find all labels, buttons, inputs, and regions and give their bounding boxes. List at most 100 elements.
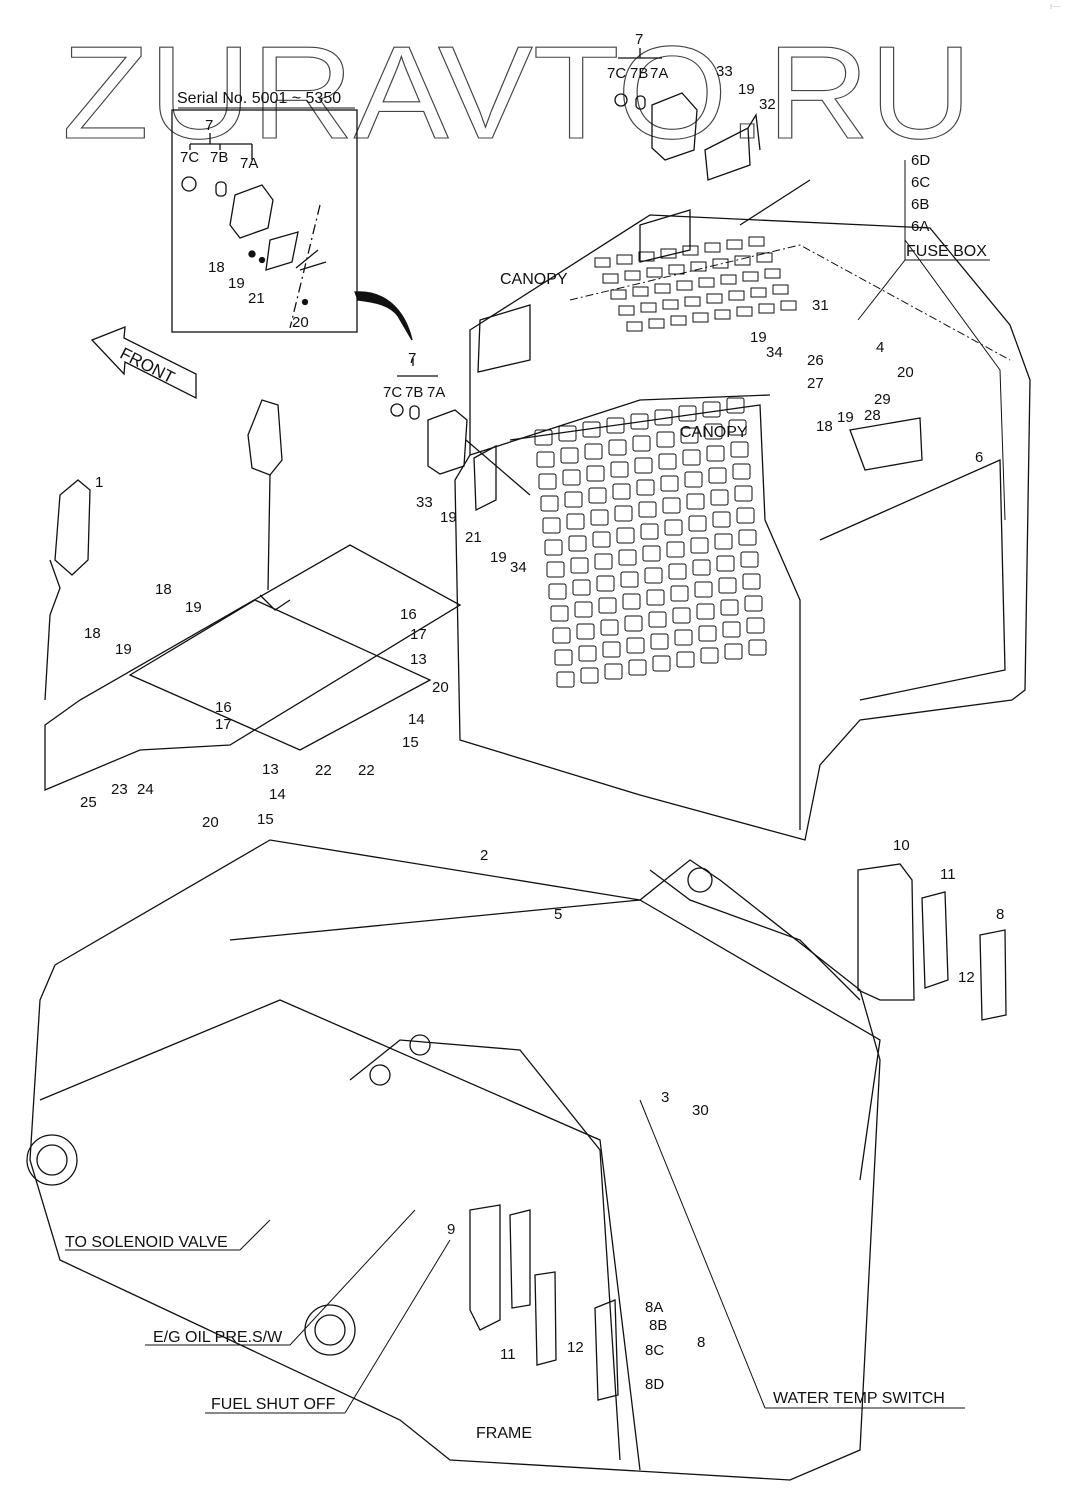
grille-cell (746, 617, 765, 634)
roof-grille-cell (756, 252, 773, 263)
grille-cell (630, 413, 649, 430)
roof-grille-cell (646, 267, 663, 278)
grille-cell (682, 449, 701, 466)
grille-cell (686, 493, 705, 510)
roof-grille-cell (704, 242, 721, 253)
canopy-roof-grille (594, 236, 797, 332)
grille-cell (562, 469, 581, 486)
callout: 7C (607, 65, 627, 82)
callout: 30 (692, 1102, 709, 1119)
callout: 20 (202, 814, 219, 831)
roof-grille-cell (662, 299, 679, 310)
grille-cell (652, 655, 671, 672)
callout: 13 (262, 761, 279, 778)
roof-grille-cell (748, 236, 765, 247)
front-arrow-icon (90, 326, 197, 400)
grille-cell (534, 429, 553, 446)
callout: 29 (874, 391, 891, 408)
roof-grille-cell (602, 273, 619, 284)
callout: 7 (205, 117, 214, 134)
eg-oil-pressure-switch-label: E/G OIL PRE.S/W (153, 1329, 283, 1346)
callout: 1 (95, 474, 104, 491)
grille-cell (716, 555, 735, 572)
grille-cell (622, 593, 641, 610)
roof-grille-cell (728, 290, 745, 301)
grille-cell (660, 475, 679, 492)
grille-cell (642, 545, 661, 562)
callout: 4 (876, 339, 885, 356)
grille-cell (624, 615, 643, 632)
grille-cell (650, 633, 669, 650)
callout: 7A (427, 384, 446, 401)
corner-mark: r— (1050, 2, 1061, 11)
fuse-6a: 6A (911, 218, 930, 235)
roof-grille-cell (594, 257, 611, 268)
callout: 20 (292, 314, 309, 331)
watermark: ZURAVTO.RU (61, 18, 972, 150)
callout: 22 (315, 762, 332, 779)
roof-grille-cell (670, 315, 687, 326)
grille-cell (706, 445, 725, 462)
grille-cell (648, 611, 667, 628)
callout: 13 (410, 651, 427, 668)
grille-cell (634, 457, 653, 474)
callout: 19 (440, 509, 457, 526)
grille-cell (544, 539, 563, 556)
grille-cell (568, 535, 587, 552)
roof-grille-cell (750, 287, 767, 298)
roof-grille-cell (682, 245, 699, 256)
grille-cell (584, 443, 603, 460)
roof-grille-cell (626, 321, 643, 332)
roof-grille-cell (706, 293, 723, 304)
roof-grille-cell (676, 280, 693, 291)
grille-cell (724, 643, 743, 660)
roof-grille-cell (714, 309, 731, 320)
grille-cell (690, 537, 709, 554)
water-temp-switch-label: WATER TEMP SWITCH (773, 1390, 945, 1407)
callout: 11 (940, 866, 956, 883)
roof-grille-cell (654, 283, 671, 294)
callout: 33 (716, 63, 733, 80)
grille-cell (594, 553, 613, 570)
grille-cell (708, 467, 727, 484)
grille-cell (636, 479, 655, 496)
roof-grille-cell (736, 306, 753, 317)
grille-cell (696, 603, 715, 620)
callout: 8 (697, 1334, 706, 1351)
grille-cell (536, 451, 555, 468)
callout: 8A (645, 1299, 664, 1316)
callout: 15 (257, 811, 274, 828)
callout: 31 (812, 297, 829, 314)
grille-cell (566, 513, 585, 530)
grille-cell (542, 517, 561, 534)
grille-cell (626, 637, 645, 654)
callout: 14 (408, 711, 425, 728)
inset-lamp-assembly (181, 133, 327, 329)
callout: 19 (228, 275, 245, 292)
roof-grille-cell (618, 305, 635, 316)
grille-cell (722, 621, 741, 638)
callout: 24 (137, 781, 154, 798)
roof-grille-cell (780, 300, 797, 311)
grille-cell (662, 497, 681, 514)
grille-cell (618, 549, 637, 566)
callout: 21 (248, 290, 265, 307)
grille-cell (748, 639, 767, 656)
grille-cell (720, 599, 739, 616)
roof-grille-cell (660, 248, 677, 259)
roof-grille-cell (638, 251, 655, 262)
callout: 3 (661, 1089, 670, 1106)
callout: 8B (649, 1317, 668, 1334)
grille-cell (572, 579, 591, 596)
grille-cell (668, 563, 687, 580)
grille-cell (586, 465, 605, 482)
grille-cell (616, 527, 635, 544)
roof-grille-cell (648, 318, 665, 329)
callout: 27 (807, 375, 824, 392)
grille-cell (726, 397, 745, 414)
grille-cell (640, 523, 659, 540)
grille-cell (710, 489, 729, 506)
roof-grille-cell (616, 254, 633, 265)
grille-cell (738, 529, 757, 546)
callout: 8C (645, 1342, 665, 1359)
